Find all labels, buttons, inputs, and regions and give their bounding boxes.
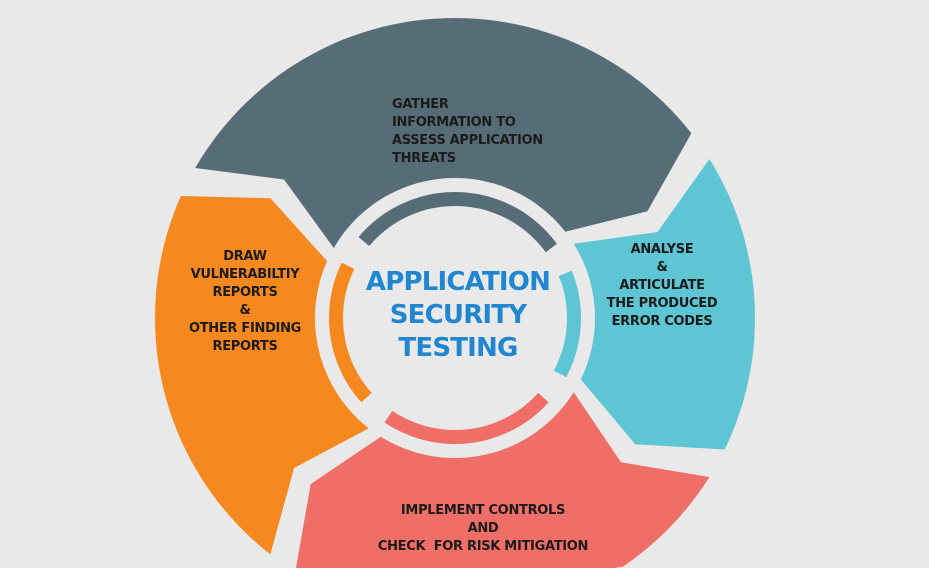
label-line: GATHER xyxy=(392,97,449,112)
label-line: ARTICULATE xyxy=(619,278,705,293)
center-circle xyxy=(351,214,559,422)
label-line: DRAW xyxy=(223,249,267,264)
inner-arc-analyse xyxy=(553,270,581,378)
label-line: AND xyxy=(467,521,499,536)
segment-analyse xyxy=(573,159,755,450)
label-line: OTHER FINDING xyxy=(188,321,302,336)
segment-gather xyxy=(195,18,692,248)
label-line: THREATS xyxy=(392,151,456,166)
inner-arc-gather xyxy=(358,192,557,253)
segment-label-implement: IMPLEMENT CONTROLS AND CHECK FOR RISK MI… xyxy=(353,502,613,556)
segment-implement xyxy=(296,392,710,568)
title-line: APPLICATION xyxy=(365,267,551,297)
center-title: APPLICATION SECURITY TESTING xyxy=(340,266,576,365)
segment-report xyxy=(155,196,369,555)
inner-arc-implement xyxy=(384,392,549,444)
label-line: & xyxy=(239,303,251,318)
inner-arc-report xyxy=(329,262,372,403)
label-line: INFORMATION TO xyxy=(392,115,516,130)
label-line: ERROR CODES xyxy=(611,314,713,329)
label-line: ASSESS APPLICATION xyxy=(392,133,543,148)
title-line: SECURITY xyxy=(389,300,527,330)
label-line: REPORTS xyxy=(212,285,278,300)
label-line: THE PRODUCED xyxy=(606,296,718,311)
title-line: TESTING xyxy=(398,333,518,363)
label-line: & xyxy=(656,260,668,275)
segment-label-analyse: ANALYSE & ARTICULATE THE PRODUCED ERROR … xyxy=(592,241,732,331)
label-line: IMPLEMENT CONTROLS xyxy=(400,503,566,518)
segment-label-report: DRAW VULNERABILTIY REPORTS & OTHER FINDI… xyxy=(170,248,320,356)
label-line: CHECK FOR RISK MITIGATION xyxy=(377,539,589,554)
label-line: ANALYSE xyxy=(630,242,694,257)
segment-label-gather: GATHER INFORMATION TO ASSESS APPLICATION… xyxy=(392,96,543,168)
label-line: VULNERABILTIY xyxy=(190,267,300,282)
label-line: REPORTS xyxy=(212,339,278,354)
